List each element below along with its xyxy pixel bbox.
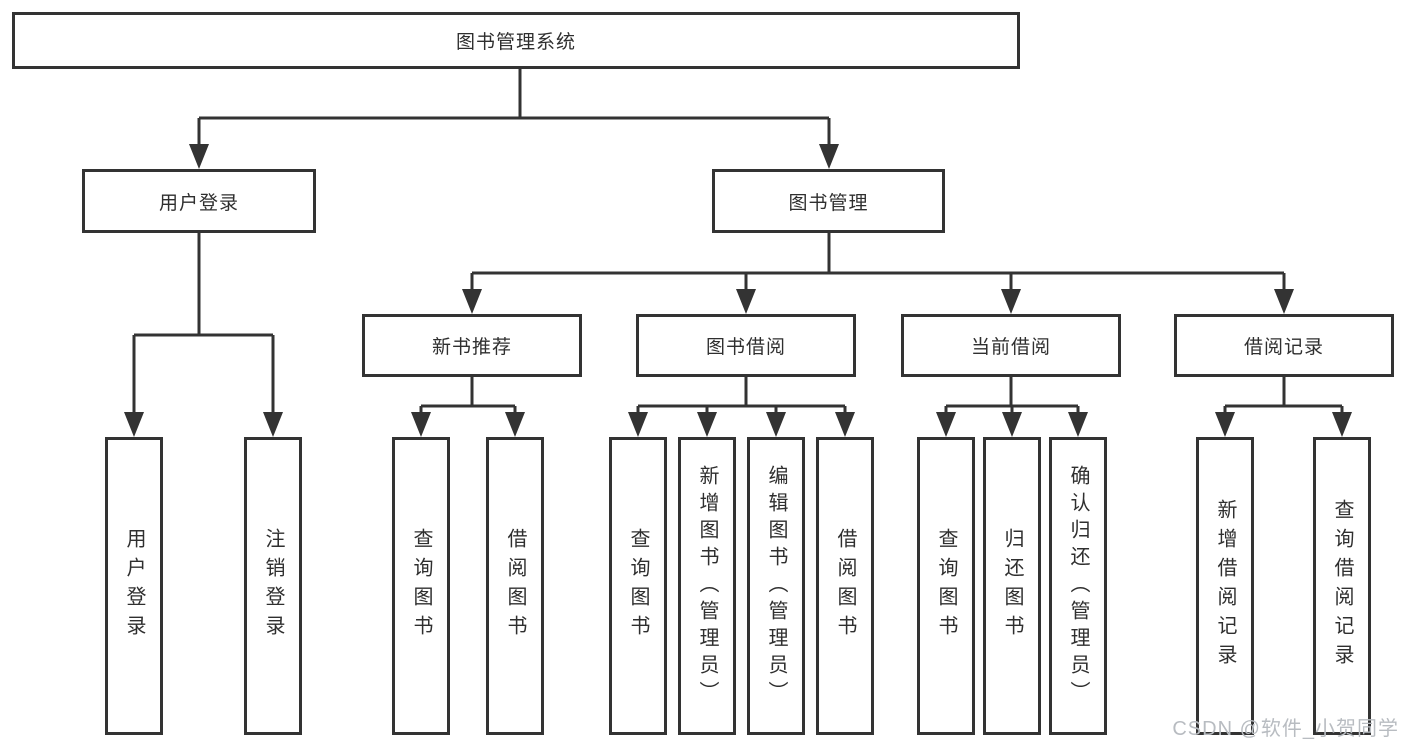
leaf-confirm-return-admin-label: 确认归还（管理员） bbox=[1067, 464, 1089, 708]
leaf-add-borrow-record: 新增借阅记录 bbox=[1196, 437, 1254, 735]
connector-root-to-level2 bbox=[197, 69, 831, 150]
arrowhead-icon bbox=[736, 289, 756, 314]
node-book-borrow-label: 图书借阅 bbox=[705, 337, 786, 358]
leaf-borrow-book-recommend: 借阅图书 bbox=[486, 437, 544, 735]
leaf-edit-book-admin-label: 编辑图书（管理员） bbox=[765, 464, 787, 708]
leaf-query-book-current: 查询图书 bbox=[917, 437, 975, 735]
node-current-borrow: 当前借阅 bbox=[901, 314, 1121, 377]
node-user-login-label: 用户登录 bbox=[158, 192, 239, 214]
arrowhead-icon bbox=[936, 412, 956, 437]
arrowhead-icon bbox=[835, 412, 855, 437]
node-root: 图书管理系统 bbox=[12, 12, 1020, 69]
leaf-user-login-label: 用户登录 bbox=[123, 528, 145, 644]
leaf-add-book-admin: 新增图书（管理员） bbox=[678, 437, 736, 735]
connector-bookmgmt-to-level3 bbox=[470, 233, 1286, 295]
leaf-add-book-admin-label: 新增图书（管理员） bbox=[696, 464, 718, 708]
arrowhead-icon bbox=[189, 144, 209, 169]
node-book-management-label: 图书管理 bbox=[788, 192, 869, 214]
leaf-borrow-book-label: 借阅图书 bbox=[834, 528, 856, 644]
leaf-user-login: 用户登录 bbox=[105, 437, 163, 735]
node-current-borrow-label: 当前借阅 bbox=[970, 337, 1051, 358]
arrowhead-icon bbox=[697, 412, 717, 437]
leaf-borrow-book-recommend-label: 借阅图书 bbox=[504, 528, 526, 644]
leaf-borrow-book: 借阅图书 bbox=[816, 437, 874, 735]
connector-userlogin-to-leaves bbox=[132, 233, 275, 418]
arrowhead-icon bbox=[1274, 289, 1294, 314]
arrowhead-icon bbox=[124, 412, 144, 437]
leaf-confirm-return-admin: 确认归还（管理员） bbox=[1049, 437, 1107, 735]
leaf-query-borrow-record: 查询借阅记录 bbox=[1313, 437, 1371, 735]
leaf-query-borrow-record-label: 查询借阅记录 bbox=[1331, 499, 1353, 673]
leaf-logout-login-label: 注销登录 bbox=[262, 528, 284, 644]
arrowhead-icon bbox=[462, 289, 482, 314]
node-new-book-recommend-label: 新书推荐 bbox=[431, 337, 512, 358]
arrowhead-icon bbox=[628, 412, 648, 437]
leaf-query-book-borrow-label: 查询图书 bbox=[627, 528, 649, 644]
arrowhead-icon bbox=[1068, 412, 1088, 437]
arrowhead-icon bbox=[263, 412, 283, 437]
connector-newbook-to-leaves bbox=[419, 377, 517, 418]
node-book-borrow: 图书借阅 bbox=[636, 314, 856, 377]
arrowhead-icon bbox=[819, 144, 839, 169]
leaf-return-book-label: 归还图书 bbox=[1001, 528, 1023, 644]
arrowhead-icon bbox=[1332, 412, 1352, 437]
leaf-query-book-borrow: 查询图书 bbox=[609, 437, 667, 735]
connector-currentborrow-to-leaves bbox=[944, 377, 1080, 418]
leaf-query-book-recommend-label: 查询图书 bbox=[410, 528, 432, 644]
leaf-return-book: 归还图书 bbox=[983, 437, 1041, 735]
leaf-edit-book-admin: 编辑图书（管理员） bbox=[747, 437, 805, 735]
arrowhead-icon bbox=[1001, 289, 1021, 314]
leaf-query-book-recommend: 查询图书 bbox=[392, 437, 450, 735]
arrowhead-icon bbox=[1215, 412, 1235, 437]
leaf-logout-login: 注销登录 bbox=[244, 437, 302, 735]
node-root-label: 图书管理系统 bbox=[455, 32, 576, 53]
arrowhead-icon bbox=[766, 412, 786, 437]
connector-borrowrecord-to-leaves bbox=[1223, 377, 1344, 418]
node-book-management: 图书管理 bbox=[712, 169, 945, 233]
watermark: CSDN @软件_小贺同学 bbox=[1172, 718, 1399, 740]
connector-bookborrow-to-leaves bbox=[636, 377, 847, 418]
node-borrow-record-label: 借阅记录 bbox=[1243, 337, 1324, 358]
leaf-add-borrow-record-label: 新增借阅记录 bbox=[1214, 499, 1236, 673]
arrowhead-icon bbox=[1002, 412, 1022, 437]
node-user-login: 用户登录 bbox=[82, 169, 316, 233]
leaf-query-book-current-label: 查询图书 bbox=[935, 528, 957, 644]
node-new-book-recommend: 新书推荐 bbox=[362, 314, 582, 377]
arrowhead-icon bbox=[505, 412, 525, 437]
arrowhead-icon bbox=[411, 412, 431, 437]
node-borrow-record: 借阅记录 bbox=[1174, 314, 1394, 377]
